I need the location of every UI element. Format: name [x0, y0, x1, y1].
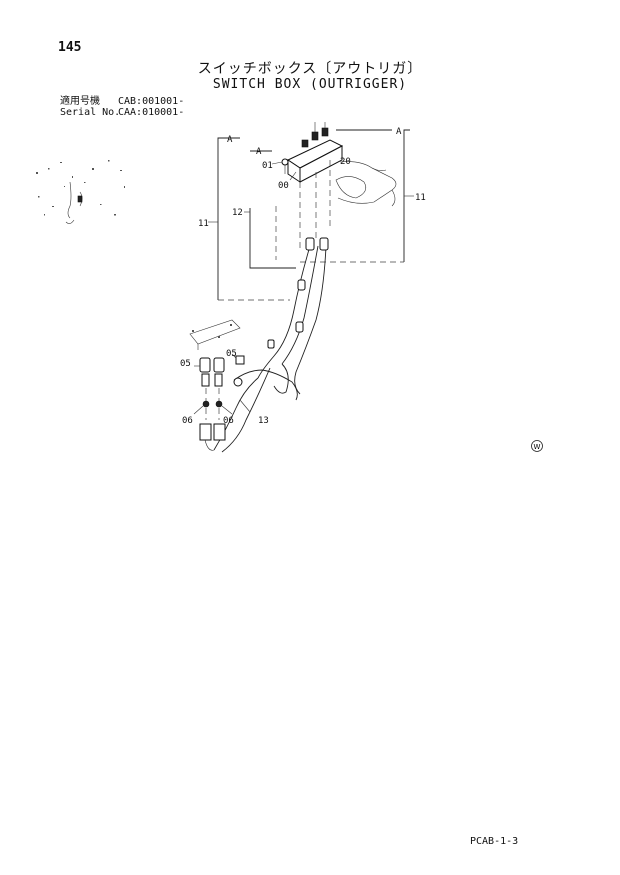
- label-part-06-right: 06: [223, 416, 234, 426]
- serial-value-cab: CAB:001001-: [118, 96, 185, 107]
- switch-box: [286, 122, 344, 250]
- serial-label-serial-no: Serial No.: [60, 107, 121, 118]
- label-part-01: 01: [262, 161, 273, 171]
- label-part-11-left: 11: [198, 219, 209, 229]
- label-view-a-right: A: [396, 127, 402, 137]
- label-part-12: 12: [232, 208, 243, 218]
- w-mark-letter: W: [534, 443, 541, 451]
- label-part-11-right: 11: [415, 193, 426, 203]
- thumbnail-sketch: [36, 160, 125, 224]
- label-view-a-inner: A: [256, 147, 262, 157]
- title-japanese: スイッチボックス〔アウトリガ〕: [197, 61, 423, 77]
- title-english: SWITCH BOX (OUTRIGGER): [212, 77, 408, 92]
- serial-row-serial-no: Serial No.CAA:010001-: [60, 107, 184, 118]
- figure-code: PCAB-1-3: [470, 836, 519, 847]
- label-part-05-right: 05: [226, 349, 237, 359]
- mounting-plate: [335, 161, 397, 207]
- page-number: 145: [58, 40, 82, 55]
- view-a-bracket: [208, 129, 414, 301]
- label-part-06-left: 06: [182, 416, 193, 426]
- serial-label-applicable: 適用号機: [60, 96, 100, 107]
- label-part-05-left: 05: [180, 359, 191, 369]
- serial-row-applicable: 適用号機 CAB:001001-: [60, 96, 184, 107]
- wire-harness: [213, 237, 329, 453]
- label-part-13: 13: [258, 416, 269, 426]
- label-part-00: 00: [278, 181, 289, 191]
- screw-assembly: [271, 158, 297, 181]
- label-part-20: 20: [340, 157, 351, 167]
- w-mark-icon: W: [531, 440, 543, 452]
- label-view-a-left: A: [227, 135, 233, 145]
- switch-connectors: [193, 353, 251, 451]
- serial-value-caa: CAA:010001-: [118, 107, 185, 118]
- small-bracket: [189, 319, 241, 350]
